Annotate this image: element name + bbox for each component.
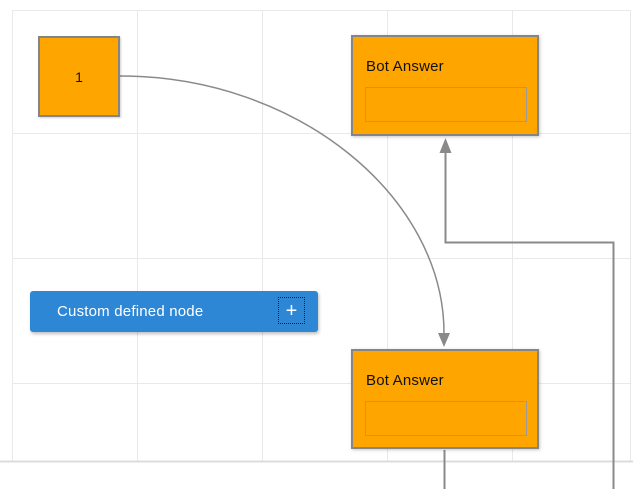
edge-curve-node1-to-bot-answer-bottom[interactable]: [119, 75, 450, 347]
edge-orthogonal-to-bot-answer-top[interactable]: [439, 138, 615, 489]
bot-answer-input[interactable]: [365, 401, 527, 436]
node-bot-answer-bottom[interactable]: Bot Answer: [351, 349, 539, 449]
node-custom-defined[interactable]: Custom defined node +: [30, 291, 318, 332]
node-square-1[interactable]: 1: [38, 36, 120, 117]
bot-answer-title: Bot Answer: [366, 372, 444, 389]
node-bot-answer-top[interactable]: Bot Answer: [351, 35, 539, 136]
node-square-label: 1: [75, 68, 83, 85]
add-button[interactable]: +: [278, 297, 305, 324]
custom-node-label: Custom defined node: [57, 303, 204, 320]
bot-answer-title: Bot Answer: [366, 58, 444, 75]
arrow-down-icon: [438, 333, 450, 347]
arrow-up-icon: [439, 138, 452, 153]
plus-icon: +: [285, 299, 298, 322]
bot-answer-input[interactable]: [365, 87, 527, 122]
